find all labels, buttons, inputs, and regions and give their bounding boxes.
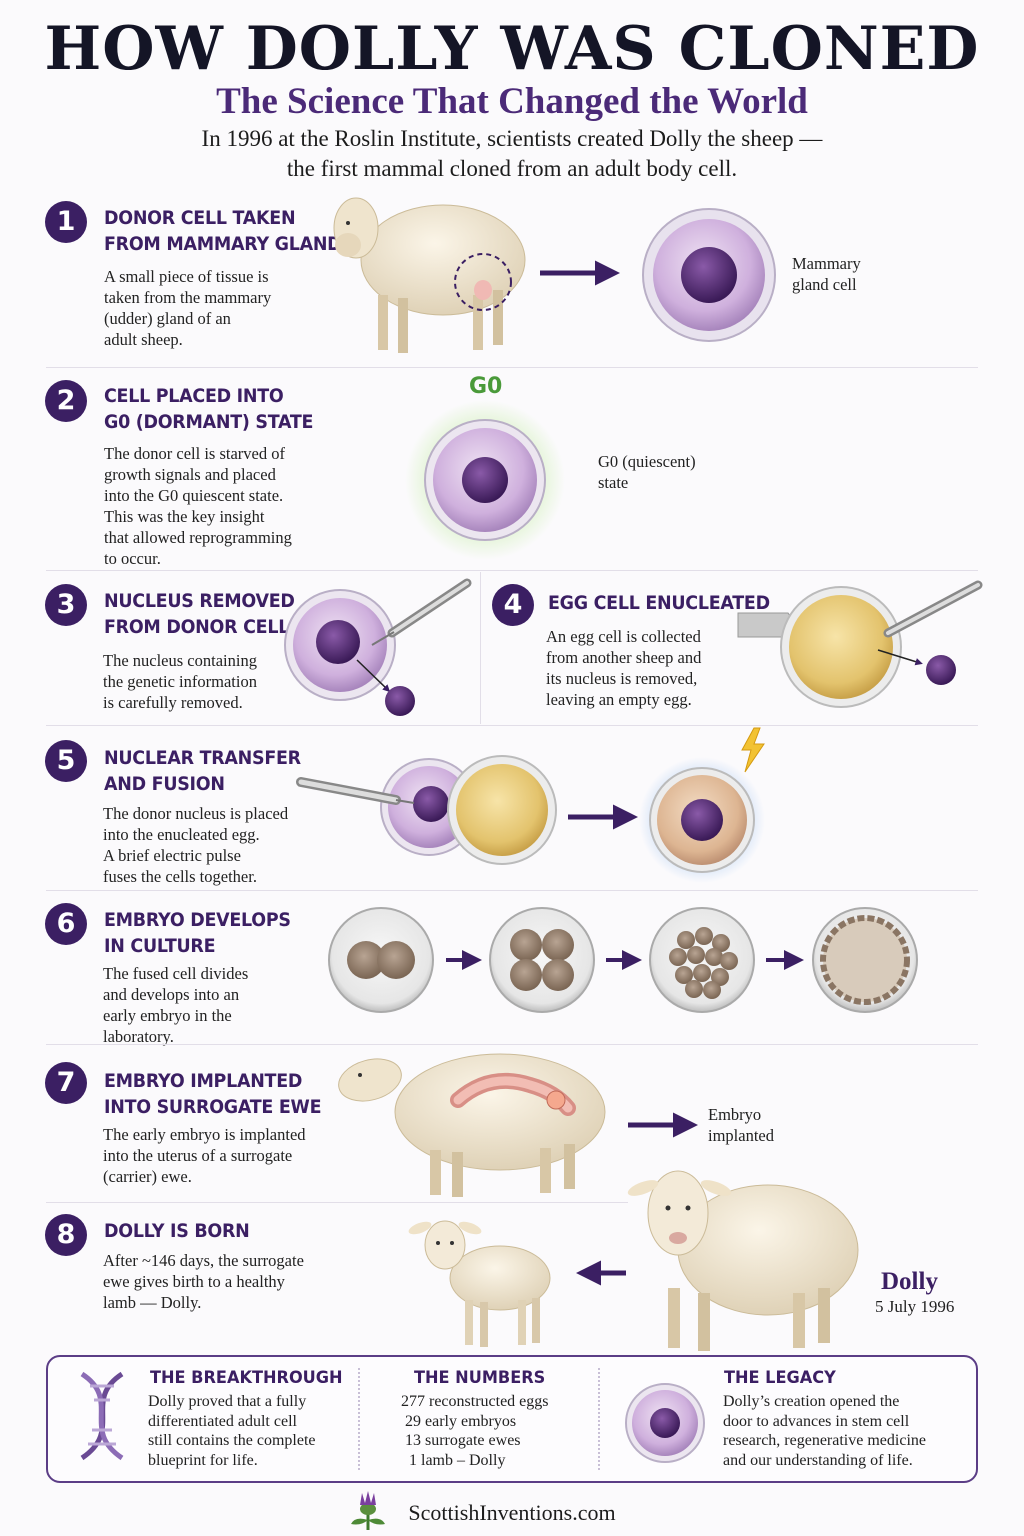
summary-divider (598, 1368, 600, 1470)
numbers-text: 277 reconstructed eggs 29 early embryos … (401, 1393, 549, 1469)
g0-state-label: G0 (quiescent) state (598, 452, 696, 492)
step-7-title: EMBRYO IMPLANTED INTO SURROGATE EWE (104, 1070, 322, 1118)
step-6-title: EMBRYO DEVELOPS IN CULTURE (104, 909, 291, 957)
step-2-number: 2 (45, 380, 87, 422)
micropipette-icon (296, 777, 415, 805)
breakthrough-heading: THE BREAKTHROUGH (150, 1368, 343, 1388)
lamb-illustration (408, 1220, 551, 1347)
legacy-text: Dolly’s creation opened the door to adva… (723, 1393, 926, 1469)
step-7-number: 7 (45, 1062, 87, 1104)
g0-cell-illustration (405, 400, 565, 560)
intro-text: In 1996 at the Roslin Institute, scienti… (201, 126, 823, 181)
micropipette-icon (371, 578, 472, 646)
step-4-description: An egg cell is collected from another sh… (546, 627, 702, 709)
step-2-title: CELL PLACED INTO G0 (DORMANT) STATE (104, 385, 314, 433)
step-4-number: 4 (492, 584, 534, 626)
stem-cell-icon (625, 1383, 705, 1463)
step-1-number: 1 (45, 201, 87, 243)
arrow-right-icon (628, 1112, 698, 1138)
nucleus-removal-illustration (284, 578, 472, 716)
divider (46, 367, 978, 368)
step-3-description: The nucleus containing the genetic infor… (103, 651, 257, 712)
arrow-right-icon (540, 260, 620, 286)
divider (46, 570, 978, 571)
step-5-description: The donor nucleus is placed into the enu… (103, 804, 289, 886)
step-4-title: EGG CELL ENUCLEATED (548, 592, 770, 614)
step-8-description: After ~146 days, the surrogate ewe gives… (103, 1251, 304, 1312)
step-5-title: NUCLEAR TRANSFER AND FUSION (104, 747, 301, 795)
step-6-number: 6 (45, 903, 87, 945)
nuclear-transfer-illustration (296, 755, 557, 865)
lightning-icon (741, 727, 765, 773)
mammary-cell-illustration (642, 208, 776, 342)
breakthrough-text: Dolly proved that a fully differentiated… (148, 1393, 316, 1469)
divider (46, 1202, 628, 1203)
legacy-heading: THE LEGACY (724, 1368, 836, 1388)
dolly-sheep-illustration (627, 1170, 859, 1351)
dna-icon (80, 1371, 124, 1461)
dolly-birth-date: 5 July 1996 (875, 1297, 955, 1316)
step-8-title: DOLLY IS BORN (104, 1220, 250, 1242)
egg-enucleation-illustration (737, 580, 983, 708)
divider (46, 725, 978, 726)
arrow-left-icon (576, 1260, 626, 1286)
page-title: HOW DOLLY WAS CLONED (44, 14, 980, 84)
arrow-right-icon (568, 804, 638, 830)
step-8-number: 8 (45, 1214, 87, 1256)
step-2-description: The donor cell is starved of growth sign… (104, 444, 292, 568)
footer-site[interactable]: ScottishInventions.com (408, 1500, 616, 1525)
adult-sheep-illustration (333, 197, 526, 353)
mammary-cell-label: Mammary gland cell (792, 254, 861, 294)
vertical-divider (480, 572, 481, 724)
step-3-title: NUCLEUS REMOVED FROM DONOR CELL (104, 590, 295, 638)
thistle-icon (351, 1491, 385, 1530)
micropipette-icon (883, 580, 983, 638)
g0-badge: G0 (469, 374, 503, 399)
dolly-name: Dolly (881, 1268, 938, 1295)
step-3-number: 3 (45, 584, 87, 626)
divider (46, 890, 978, 891)
embryo-development-illustration (328, 907, 918, 1013)
step-1-description: A small piece of tissue is taken from th… (104, 267, 272, 349)
step-6-description: The fused cell divides and develops into… (103, 964, 249, 1046)
step-1-title: DONOR CELL TAKEN FROM MAMMARY GLAND (104, 207, 342, 255)
step-7-description: The early embryo is implanted into the u… (103, 1125, 306, 1186)
fused-cell-illustration (639, 757, 765, 883)
divider (46, 1044, 978, 1045)
step-5-number: 5 (45, 740, 87, 782)
summary-box (46, 1355, 978, 1483)
numbers-heading: THE NUMBERS (414, 1368, 546, 1388)
surrogate-ewe-illustration (338, 1053, 606, 1197)
summary-divider (358, 1368, 360, 1470)
page-subtitle: The Science That Changed the World (216, 81, 808, 122)
embryo-implanted-label: Embryo implanted (708, 1105, 774, 1145)
